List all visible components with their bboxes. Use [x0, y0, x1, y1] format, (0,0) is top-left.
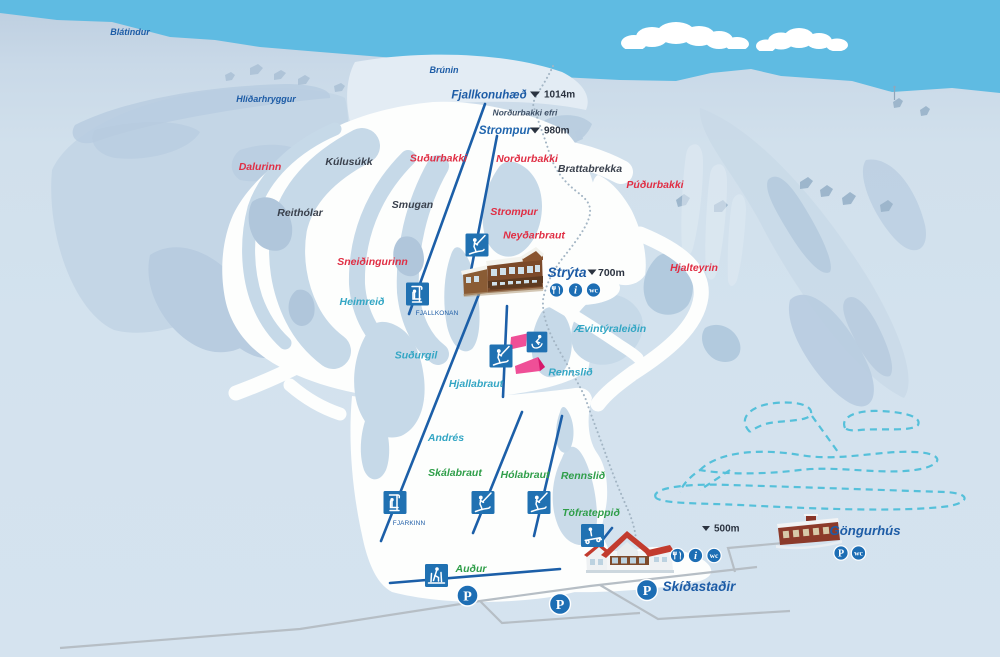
svg-text:Hjallabraut: Hjallabraut	[449, 378, 504, 390]
svg-text:1014m: 1014m	[544, 90, 575, 101]
svg-text:Neyðarbraut: Neyðarbraut	[503, 230, 565, 242]
svg-text:500m: 500m	[714, 524, 740, 535]
svg-text:Andrés: Andrés	[427, 432, 464, 444]
svg-text:Blátindur: Blátindur	[110, 27, 150, 37]
svg-text:Púðurbakki: Púðurbakki	[626, 179, 684, 191]
svg-text:P: P	[463, 590, 472, 605]
svg-text:980m: 980m	[544, 126, 570, 137]
svg-text:Hjalteyrin: Hjalteyrin	[670, 262, 718, 274]
svg-text:Göngurhús: Göngurhús	[829, 523, 900, 538]
svg-text:Smugan: Smugan	[392, 199, 433, 211]
svg-text:700m: 700m	[598, 267, 625, 279]
svg-text:FJARKINN: FJARKINN	[393, 520, 426, 527]
svg-text:Skálabraut: Skálabraut	[428, 467, 482, 479]
svg-text:P: P	[643, 584, 652, 599]
svg-text:wc: wc	[710, 551, 719, 560]
svg-text:Strýta: Strýta	[547, 265, 586, 280]
svg-text:Strompur: Strompur	[479, 124, 533, 137]
svg-text:P: P	[556, 598, 565, 613]
svg-text:Rennslið: Rennslið	[561, 470, 606, 482]
svg-text:Töfrateppið: Töfrateppið	[562, 507, 620, 519]
svg-text:Fjallkonuhæð: Fjallkonuhæð	[451, 89, 526, 102]
svg-text:Hlíðarhryggur: Hlíðarhryggur	[236, 94, 296, 104]
svg-text:Brúnin: Brúnin	[430, 65, 459, 75]
svg-text:Auður: Auður	[455, 563, 488, 575]
svg-text:Norðurbakki: Norðurbakki	[496, 153, 559, 165]
svg-text:Skíðastaðir: Skíðastaðir	[663, 579, 737, 594]
svg-text:Suðurbakki: Suðurbakki	[410, 153, 468, 165]
svg-text:FJALLKONAN: FJALLKONAN	[416, 310, 459, 317]
svg-text:Ævintýraleiðin: Ævintýraleiðin	[573, 323, 646, 335]
svg-text:Kúlusúkk: Kúlusúkk	[325, 156, 373, 168]
svg-text:wc: wc	[589, 286, 598, 295]
svg-text:Strompur: Strompur	[490, 206, 538, 218]
svg-text:Suðurgil: Suðurgil	[395, 350, 439, 362]
svg-text:Sneiðingurinn: Sneiðingurinn	[337, 256, 408, 268]
svg-text:i: i	[694, 550, 698, 562]
svg-text:Dalurinn: Dalurinn	[239, 161, 282, 173]
svg-text:Reithólar: Reithólar	[277, 207, 323, 219]
svg-text:Hólabraut: Hólabraut	[500, 469, 550, 481]
svg-text:Heimreið: Heimreið	[340, 296, 386, 308]
svg-text:Norðurbakki efri: Norðurbakki efri	[493, 108, 558, 118]
svg-text:wc: wc	[854, 549, 863, 558]
svg-text:Rennslið: Rennslið	[548, 367, 593, 379]
svg-text:i: i	[574, 285, 578, 297]
svg-text:Brattabrekka: Brattabrekka	[558, 163, 622, 175]
svg-text:P: P	[838, 548, 844, 559]
